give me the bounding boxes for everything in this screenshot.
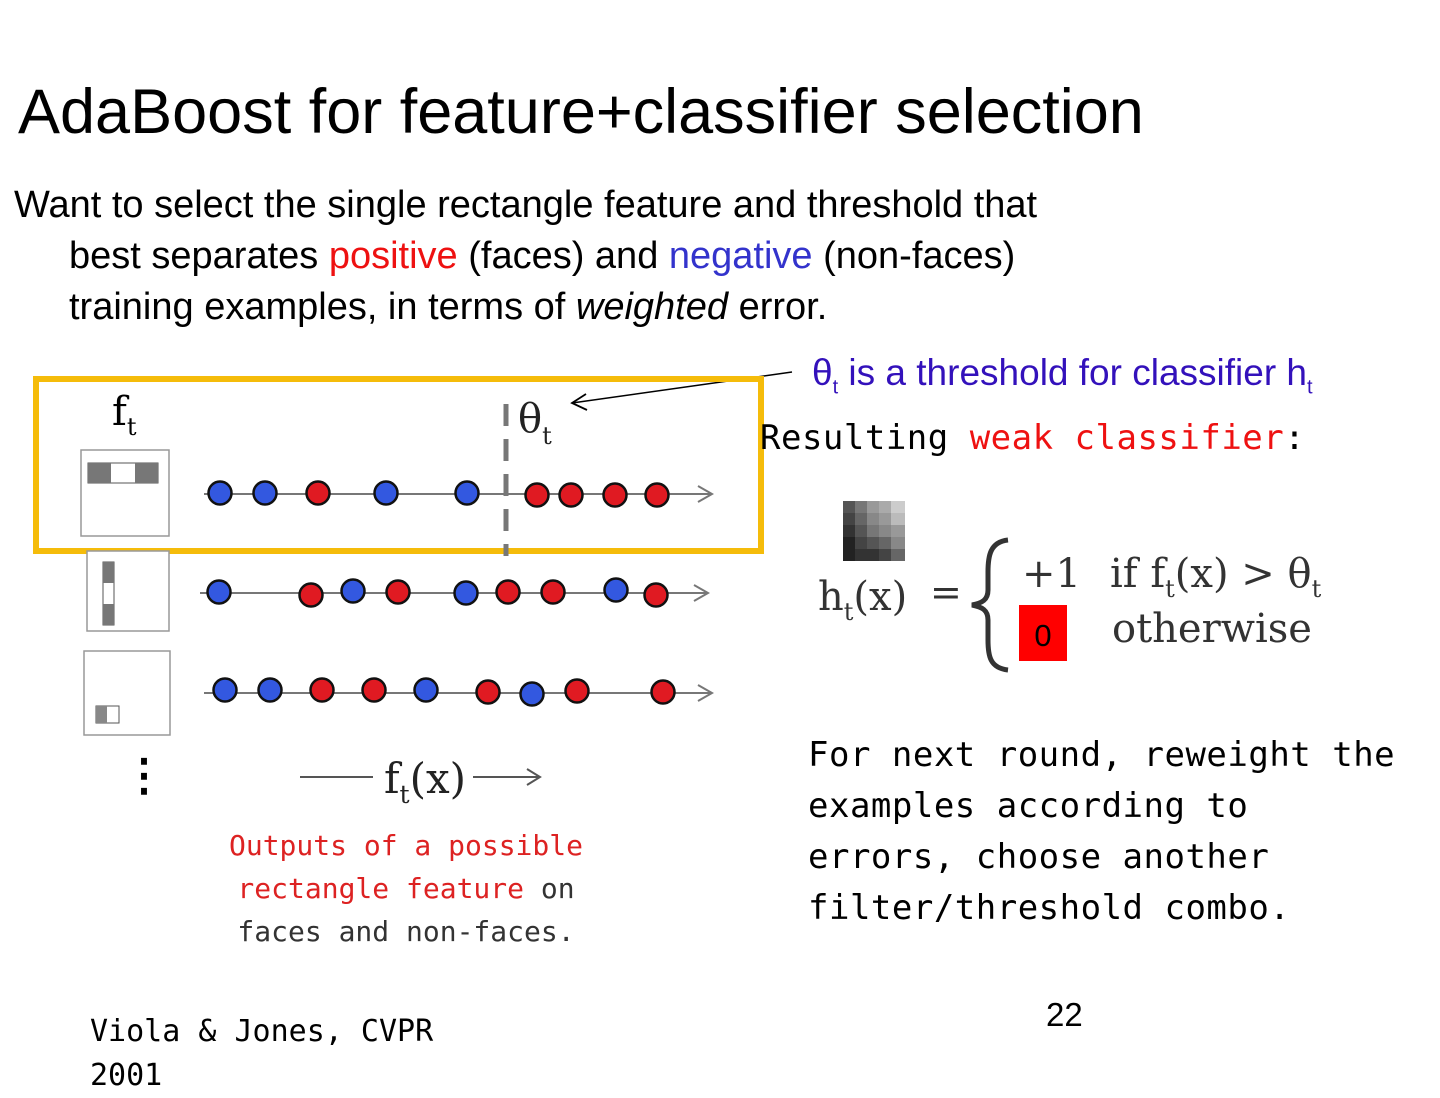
caption-text: on faces and non-faces. bbox=[237, 872, 575, 948]
theta-label: θt bbox=[518, 396, 552, 450]
positive-dot bbox=[475, 679, 501, 705]
feature-image-patch bbox=[843, 501, 905, 561]
negative-dot bbox=[454, 480, 480, 506]
highlight-box bbox=[33, 376, 764, 554]
body-text: error. bbox=[728, 286, 828, 328]
positive-dot bbox=[540, 579, 566, 605]
negative-dot bbox=[257, 677, 283, 703]
positive-dot bbox=[650, 679, 676, 705]
page-number: 22 bbox=[1046, 996, 1083, 1033]
body-text: best separates bbox=[69, 235, 329, 277]
negative-dot bbox=[207, 480, 233, 506]
negative-dot bbox=[206, 579, 232, 605]
negative-dot bbox=[212, 677, 238, 703]
positive-dot bbox=[558, 482, 584, 508]
negative-word: negative bbox=[668, 235, 813, 277]
positive-word: positive bbox=[328, 235, 458, 277]
zero-highlight bbox=[1019, 605, 1067, 661]
negative-dot bbox=[453, 580, 479, 606]
citation: Viola & Jones, CVPR 2001 bbox=[90, 1014, 434, 1093]
negative-dot bbox=[519, 681, 545, 707]
feature-thumbnail-2 bbox=[86, 550, 170, 632]
case1-condition: if ft(x) > θt bbox=[1110, 551, 1322, 603]
positive-dot bbox=[305, 480, 331, 506]
classifier-formula: ht(x) = +1 if ft(x) > θt 0 otherwise bbox=[818, 537, 1322, 673]
theta-symbol: θ bbox=[812, 352, 833, 393]
negative-dot bbox=[603, 577, 629, 603]
body-text: training examples, in terms of bbox=[69, 286, 576, 328]
negative-dot bbox=[413, 677, 439, 703]
positive-dot bbox=[361, 677, 387, 703]
dots-row-2 bbox=[206, 577, 669, 608]
dots-row-3 bbox=[212, 677, 676, 707]
next-round-text: For next round, reweight the examples ac… bbox=[808, 735, 1396, 928]
positive-dot bbox=[564, 678, 590, 704]
negative-dot bbox=[340, 578, 366, 604]
negative-dot bbox=[252, 480, 278, 506]
svg-text:ft(x): ft(x) bbox=[384, 754, 466, 809]
weak-classifier-heading: Resulting weak classifier: bbox=[760, 418, 1305, 458]
weak-classifier-term: weak classifier bbox=[969, 418, 1285, 458]
body-text: (non-faces) bbox=[812, 235, 1016, 277]
slide-body: Want to select the single rectangle feat… bbox=[14, 180, 1194, 333]
negative-dot bbox=[373, 480, 399, 506]
case2-value: 0 bbox=[1034, 618, 1051, 653]
positive-dot bbox=[524, 482, 550, 508]
formula-equals: = bbox=[930, 570, 962, 614]
positive-dot bbox=[385, 579, 411, 605]
axis-label: ft(x) bbox=[300, 754, 542, 809]
positive-dot bbox=[309, 677, 335, 703]
positive-dot bbox=[298, 582, 324, 608]
body-line-1: Want to select the single rectangle feat… bbox=[14, 184, 1038, 226]
subscript: t bbox=[1307, 376, 1313, 399]
subscript: t bbox=[832, 376, 839, 399]
heading-text: Resulting bbox=[760, 418, 970, 458]
threshold-callout: θt is a threshold for classifier ht bbox=[812, 352, 1313, 399]
slide-title: AdaBoost for feature+classifier selectio… bbox=[18, 77, 1144, 147]
callout-text: is a threshold for classifier h bbox=[838, 352, 1307, 393]
feature-thumbnail-1 bbox=[80, 449, 170, 537]
caption-highlight: Outputs of a possible rectangle feature bbox=[228, 829, 583, 905]
feature-thumbnail-3 bbox=[83, 650, 171, 736]
dots-row-1 bbox=[207, 480, 670, 508]
heading-text: : bbox=[1284, 418, 1306, 458]
body-line-2: best separates positive (faces) and nega… bbox=[14, 231, 1194, 282]
formula-lhs: ht(x) bbox=[818, 574, 907, 626]
case2-condition: otherwise bbox=[1112, 606, 1312, 652]
weighted-word: weighted bbox=[575, 286, 729, 328]
body-line-3: training examples, in terms of weighted … bbox=[14, 282, 1194, 333]
body-text: (faces) and bbox=[457, 235, 669, 277]
diagram-caption: Outputs of a possible rectangle feature … bbox=[220, 824, 592, 953]
ellipsis-icon: ⋮ bbox=[122, 750, 166, 801]
case1-value: +1 bbox=[1022, 551, 1081, 597]
positive-dot bbox=[602, 482, 628, 508]
positive-dot bbox=[643, 582, 669, 608]
positive-dot bbox=[644, 482, 670, 508]
positive-dot bbox=[495, 579, 521, 605]
ft-label: ft bbox=[112, 389, 137, 441]
left-brace-icon bbox=[971, 537, 1009, 673]
